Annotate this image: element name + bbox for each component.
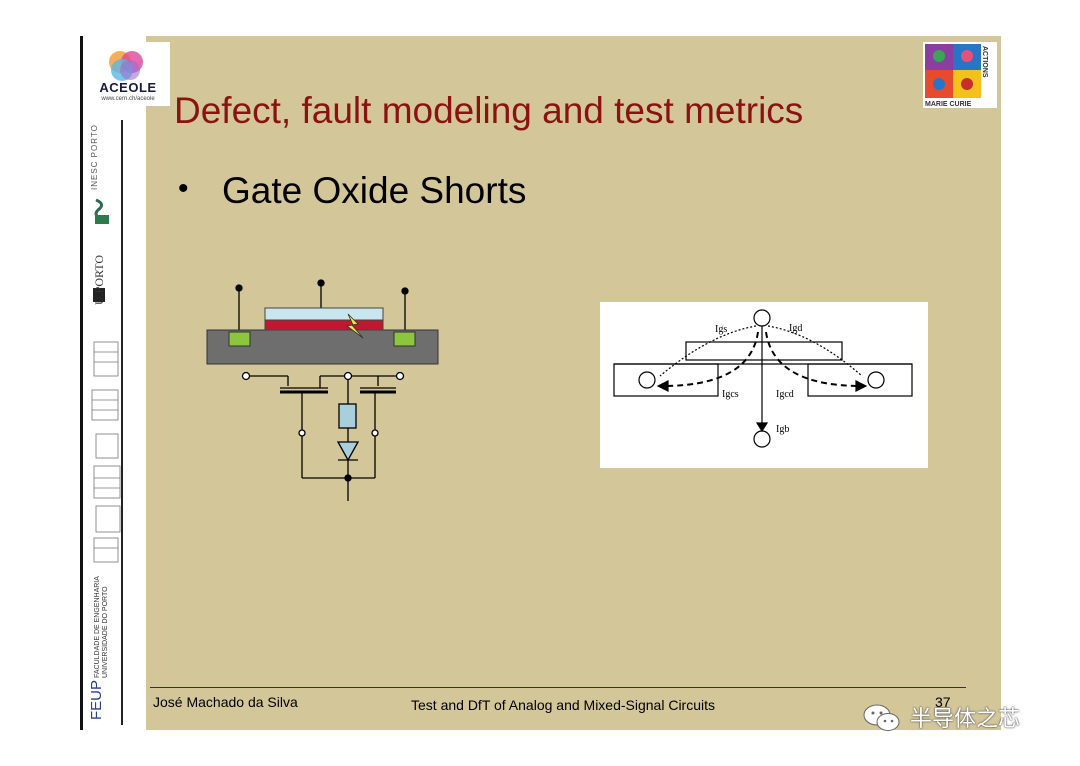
label-igb: Igb (776, 424, 789, 435)
current-paths-diagram: Igs Igd Igcs Igcd Igb (600, 302, 928, 468)
feup-subtitle-line2: UNIVERSIDADE DO PORTO (102, 586, 109, 678)
label-igd: Igd (789, 323, 802, 334)
label-igcd: Igcd (776, 389, 794, 400)
building-sketch-image (91, 341, 121, 563)
sidebar-panel (80, 36, 146, 730)
aceole-circles-icon (109, 51, 143, 81)
aceole-logo-url: www.cern.ch/aceole (101, 96, 155, 102)
watermark-text: 半导体之芯 (910, 706, 1021, 731)
uporto-mark (93, 288, 105, 302)
bullet-text: Gate Oxide Shorts (222, 170, 527, 211)
feup-subtitle: FACULDADE DE ENGENHARIA UNIVERSIDADE DO … (94, 576, 110, 678)
footer-course-title: Test and DfT of Analog and Mixed-Signal … (411, 697, 716, 713)
inesc-label: INESC PORTO (90, 124, 99, 190)
feup-label: FEUP (88, 679, 105, 720)
marie-curie-icon: ACTIONS MARIE CURIE (925, 44, 988, 108)
aceole-logo-text: ACEOLE (99, 80, 157, 95)
footer-author: José Machado da Silva (153, 694, 298, 710)
marie-curie-logo: ACTIONS MARIE CURIE (923, 42, 997, 108)
mc-logo-name: MARIE CURIE (925, 101, 972, 108)
footer-divider (150, 687, 966, 688)
aceole-logo: ACEOLE www.cern.ch/aceole (86, 42, 170, 106)
bullet-marker: • (178, 172, 189, 205)
page-number: 37 (935, 694, 951, 710)
feup-subtitle-line1: FACULDADE DE ENGENHARIA (94, 576, 101, 678)
uporto-label: U.PORTO (92, 254, 106, 305)
label-igcs: Igcs (722, 389, 739, 400)
mc-logo-actions: ACTIONS (981, 46, 988, 78)
slide-title: Defect, fault modeling and test metrics (174, 90, 804, 131)
sidebar-divider (121, 120, 123, 725)
label-igs: Igs (715, 324, 727, 335)
wechat-icon (863, 704, 900, 731)
gate-oxide-short-illustration (206, 279, 439, 501)
inesc-bar (95, 215, 109, 224)
current-paths-svg: Igs Igd Igcs Igcd Igb (613, 309, 913, 448)
